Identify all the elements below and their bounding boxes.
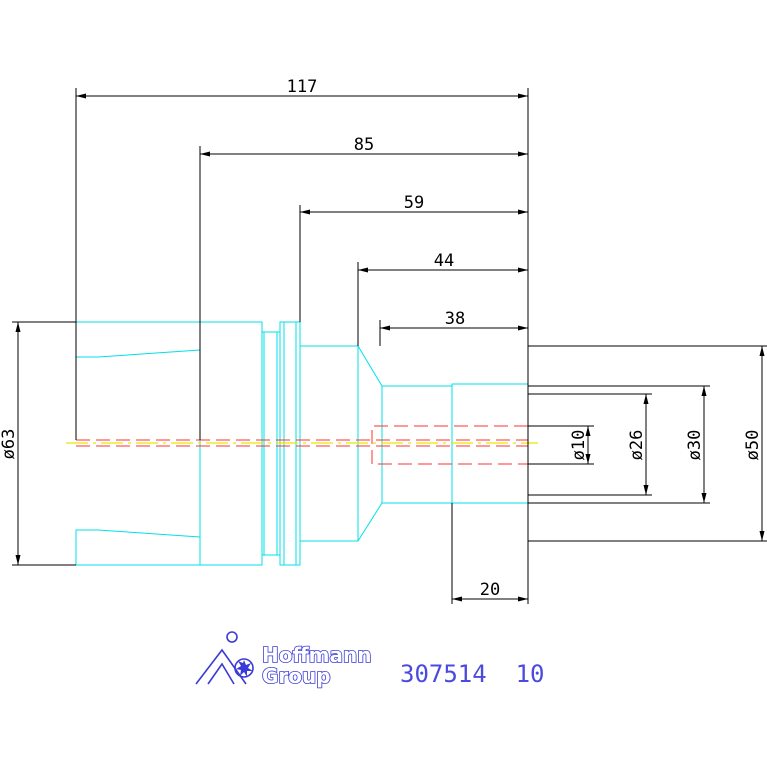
dim-dia26: ø26	[627, 430, 647, 461]
hidden-lines	[76, 425, 528, 465]
dim-44: 44	[434, 251, 454, 271]
logo-text-line2: Group	[262, 664, 331, 688]
dimension-lines	[12, 88, 767, 604]
dim-dia63: ø63	[0, 429, 19, 460]
dim-dia50: ø50	[743, 430, 763, 461]
dim-20: 20	[480, 580, 500, 600]
logo-text-line1: Hoffmann	[262, 643, 372, 667]
dim-38: 38	[445, 309, 465, 329]
dim-85: 85	[354, 135, 374, 155]
dim-dia10: ø10	[569, 430, 589, 461]
dimension-arrows	[15, 93, 765, 602]
part-number: 307514 10	[400, 660, 545, 688]
dim-59: 59	[404, 193, 424, 213]
dim-117: 117	[287, 77, 318, 97]
hoffmann-logo-mark-icon	[195, 631, 254, 685]
dim-dia30: ø30	[685, 430, 705, 461]
